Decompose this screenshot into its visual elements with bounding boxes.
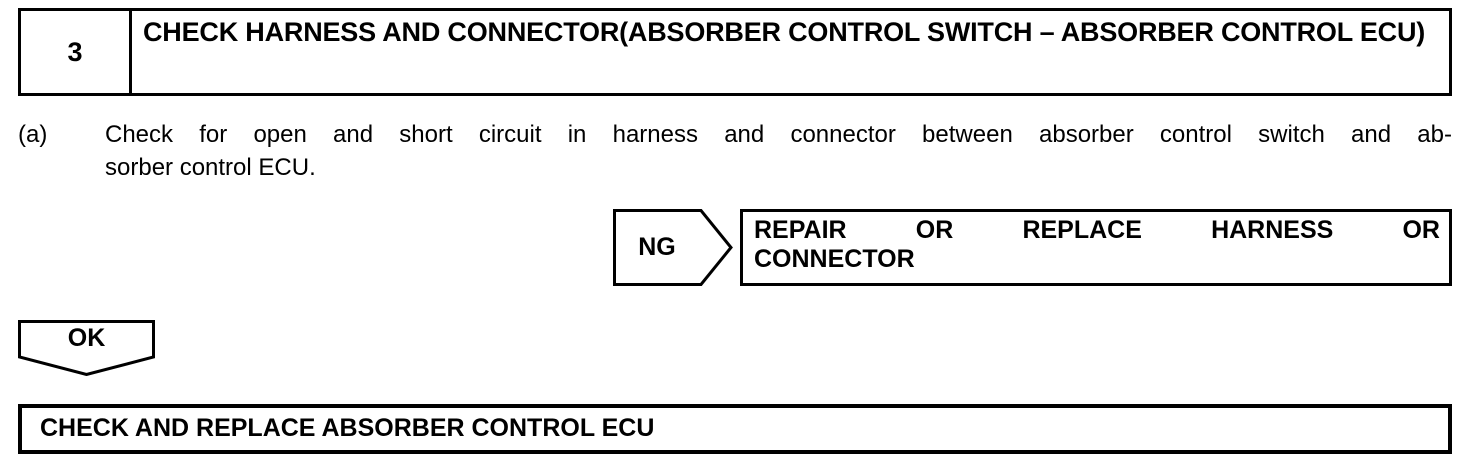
step-title-cell: CHECK HARNESS AND CONNECTOR(ABSORBER CON… [132,11,1449,93]
step-number: 3 [67,36,83,67]
procedure-text-line-2: sorber control ECU. [105,154,316,182]
ok-arrow-label: OK [67,324,106,352]
step-title: CHECK HARNESS AND CONNECTOR(ABSORBER CON… [143,17,1426,47]
ng-arrow-label: NG [638,233,676,261]
ng-result-text: REPAIR OR REPLACE HARNESS OR CONNECTOR [754,216,1440,273]
final-result-text: CHECK AND REPLACE ABSORBER CONTROL ECU [40,414,655,443]
step-header-table: 3 CHECK HARNESS AND CONNECTOR(ABSORBER C… [18,8,1452,96]
procedure-text-line-1: Check for open and short circuit in harn… [105,121,1452,148]
ng-result-box: REPAIR OR REPLACE HARNESS OR CONNECTOR [740,209,1452,286]
ng-branch-row: NG REPAIR OR REPLACE HARNESS OR CONNECTO… [613,209,1452,286]
ok-arrow-shape: OK [18,320,155,376]
step-number-cell: 3 [21,11,132,93]
final-result-box: CHECK AND REPLACE ABSORBER CONTROL ECU [18,404,1452,454]
ng-arrow-shape: NG [613,209,733,286]
procedure-label: (a) [18,121,48,148]
procedure-text: Check for open and short circuit in harn… [105,118,1452,184]
ng-result-line-1: REPAIR OR REPLACE HARNESS OR [754,216,1440,244]
ng-result-line-2: CONNECTOR [754,244,915,273]
